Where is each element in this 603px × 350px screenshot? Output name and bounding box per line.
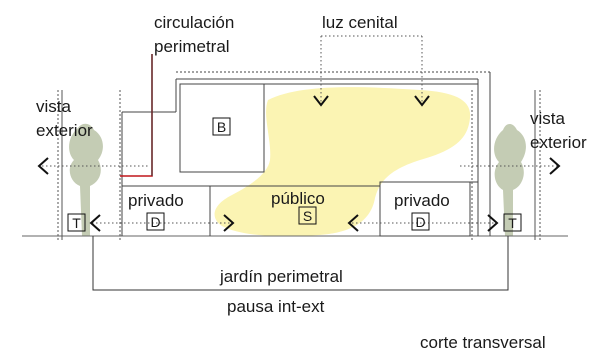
circulation-path [120,54,153,177]
tag-box-d-right [411,212,430,231]
tag-b: B [217,119,226,135]
view-right-label-1: vista [530,109,566,128]
circulation-label-1: circulación [154,13,234,32]
tag-s: S [303,208,312,224]
view-left-label-1: vista [36,97,72,116]
light-label: luz cenital [322,13,398,32]
tag-box-d-left [146,212,165,231]
view-right-arrow [549,157,561,175]
tag-box-s [298,206,317,225]
section-label: corte transversal [420,333,546,350]
circulation-label-2: perimetral [154,37,230,56]
tag-t-left: T [72,215,81,231]
overhead-light-zone [214,87,471,237]
tag-d-right: D [415,214,425,230]
tag-box-b [212,117,231,136]
arrow-left-outer [89,214,101,232]
garden-line [92,236,509,291]
tree-left [69,123,103,236]
tag-t-right: T [508,215,517,231]
public-label: público [271,189,325,208]
building-section [121,71,491,237]
tag-d-left: D [150,214,160,230]
garden-label: jardín perimetral [219,267,343,286]
view-left-arrow [37,157,49,175]
light-arrow-left [313,95,329,107]
view-left-label-2: exterior [36,121,93,140]
private-right-label: privado [394,191,450,210]
arrow-left-inner [223,214,235,232]
tree-right [494,124,526,236]
arrow-right-outer [487,214,499,232]
edge-lines [57,90,541,240]
light-arrow-right [414,95,430,107]
tag-box-t-left [67,213,86,232]
pause-label: pausa int-ext [227,297,325,316]
private-left-label: privado [128,191,184,210]
arrow-right-inner [347,214,359,232]
view-right-label-2: exterior [530,133,587,152]
tag-box-t-right [503,213,522,232]
